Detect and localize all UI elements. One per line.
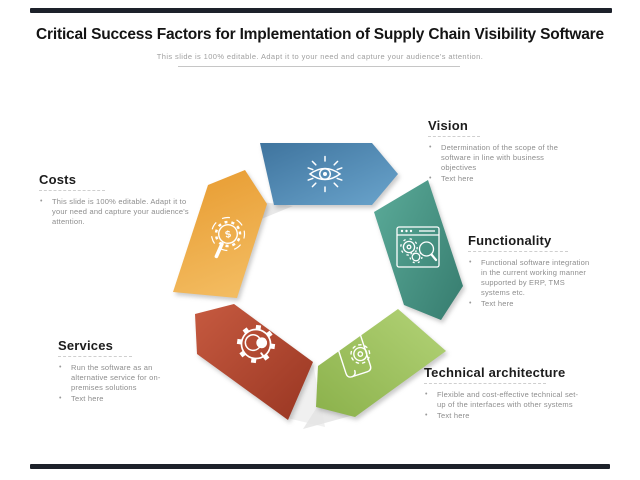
title-dashed-underline [39,190,105,191]
bullet-marker: • [59,395,62,402]
factor-title: Technical architecture [424,365,566,380]
segment-functionality [374,180,463,320]
bullet-marker: • [469,300,472,307]
bullet-item: • Text here [429,174,474,183]
label-block-technical-architecture: Technical architecture • Flexible and co… [424,365,604,421]
factor-title: Functionality [468,233,552,248]
title-dashed-underline [428,136,480,137]
label-block-services: Services • Run the software as an altern… [58,338,208,404]
blueprint-gear-icon [335,330,372,378]
top-border-bar [30,8,612,13]
bullet-item: • Run the software as an alternative ser… [59,363,161,392]
factor-title: Costs [39,172,77,187]
bullet-marker: • [40,198,43,205]
bullet-item: • Functional software integration in the… [469,258,590,297]
bullet-item: • Text here [469,299,514,308]
bottom-border-bar [30,464,610,469]
software-window-icon [396,226,440,268]
bullet-marker: • [429,144,432,151]
eye-icon [307,155,343,193]
cost-magnifier-icon: $ [210,216,246,259]
title-dashed-underline [424,383,546,384]
bullet-item: • Flexible and cost-effective technical … [425,390,579,409]
factor-title: Services [58,338,114,353]
label-block-costs: Costs • This slide is 100% editable. Ada… [39,172,199,227]
bullet-item: • Text here [425,411,470,420]
label-block-vision: Vision • Determination of the scope of t… [428,118,598,184]
bullet-item: • Text here [59,394,104,403]
dollar-glyph: $ [224,229,232,241]
bullet-marker: • [425,412,428,419]
shadow-wedge [287,363,325,427]
bullet-marker: • [59,364,62,371]
bullet-item: • This slide is 100% editable. Adapt it … [40,197,189,226]
bullet-marker: • [429,175,432,182]
label-block-functionality: Functionality • Functional software inte… [468,233,633,309]
bullet-item: • Determination of the scope of the soft… [429,143,559,172]
subtitle-underline [178,66,460,67]
page-subtitle: This slide is 100% editable. Adapt it to… [156,52,484,61]
segment-vision [260,143,398,205]
segment-technical-architecture [316,309,446,417]
title-dashed-underline [468,251,568,252]
factor-title: Vision [428,118,468,133]
bullet-marker: • [425,391,428,398]
title-dashed-underline [58,356,132,357]
bullet-marker: • [469,259,472,266]
gear-crescent-icon [236,324,276,364]
segment-costs [173,170,267,298]
page-title: Critical Success Factors for Implementat… [36,26,604,43]
